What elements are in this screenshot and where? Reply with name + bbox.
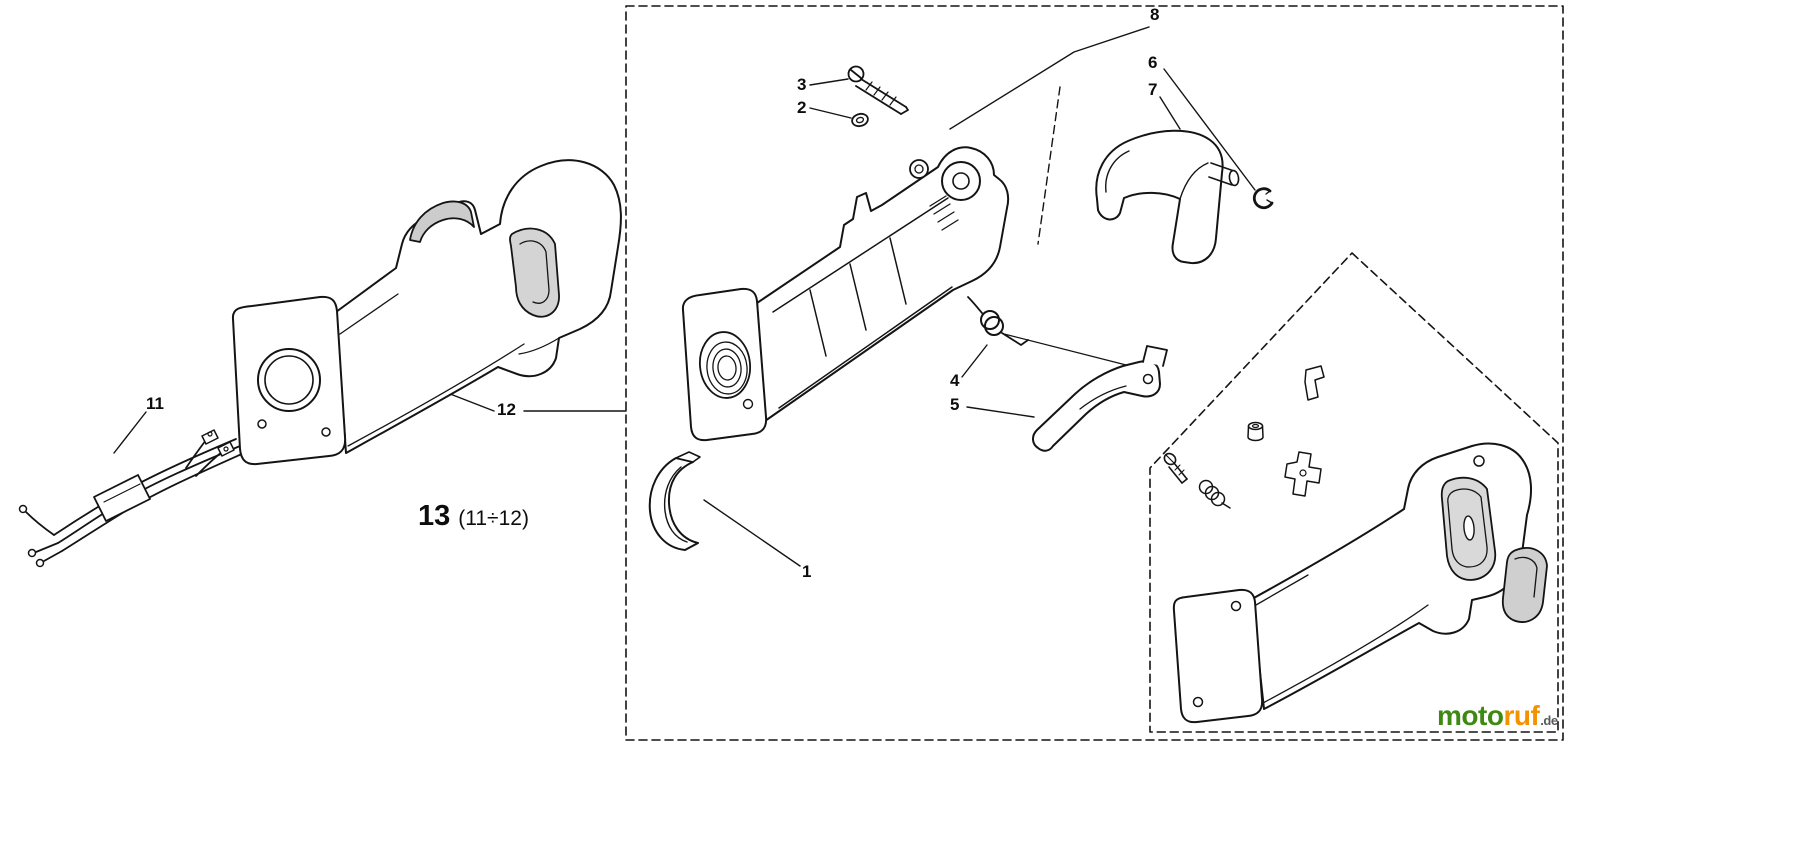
lock-lever-7 [1095,129,1240,265]
assembly-caption: 13 (11÷12) [418,500,529,533]
circlip-6 [1252,187,1274,210]
part-label-5: 5 [950,395,960,414]
part-label-2: 2 [797,98,807,117]
torsion-spring-4 [967,296,1029,346]
part-label-8: 8 [1150,5,1160,24]
saddle-clip-1 [648,451,701,551]
assembled-handle-13 [18,159,622,568]
assembly-range: (11÷12) [458,507,529,530]
watermark-logo: moto ruf .de [1437,700,1558,732]
part-label-7: 7 [1148,80,1158,99]
watermark-brand-orange: ruf [1503,700,1540,731]
throttle-trigger-5 [1032,345,1168,452]
part-label-1: 1 [802,562,812,581]
handle-housing-12 [231,159,622,466]
callout-lines [113,26,1256,567]
screw-3 [847,65,909,115]
part-label-6: 6 [1148,53,1158,72]
small-fittings [1163,365,1325,509]
watermark-domain-suffix: .de [1540,713,1558,728]
part-label-3: 3 [797,75,807,94]
watermark-brand-green: moto [1437,700,1504,731]
part-label-4: 4 [950,371,960,390]
housing-other-half [1172,442,1548,724]
part-label-11: 11 [146,394,164,413]
washer-2 [851,112,869,128]
housing-half-shell [681,146,1010,442]
wire-harness-11 [18,429,245,568]
assembly-number: 13 [418,500,451,532]
assembly-boundary-boxes [625,5,1564,741]
part-label-12: 12 [497,400,516,419]
